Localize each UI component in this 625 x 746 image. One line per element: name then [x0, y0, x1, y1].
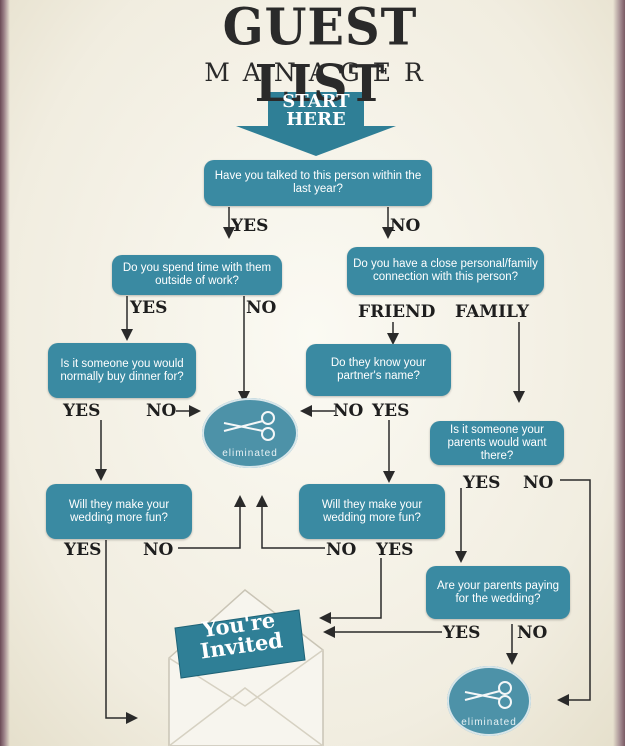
eliminated-circle-bottom: eliminated — [447, 666, 531, 736]
question-know-partner-name: Do they know your partner's name? — [306, 344, 451, 396]
eliminated-label-bottom: eliminated — [461, 717, 517, 728]
torn-edge-right — [613, 0, 625, 746]
label-q5-yes: YES — [372, 401, 410, 421]
page-subtitle: MANAGER — [204, 58, 436, 87]
label-q7-yes: YES — [64, 540, 102, 560]
torn-edge-left — [0, 0, 10, 746]
question-parents-want: Is it someone your parents would want th… — [430, 421, 564, 465]
connector-q7-no — [178, 495, 246, 549]
question-talked-last-year: Have you talked to this person within th… — [204, 160, 432, 206]
label-q6-yes: YES — [463, 473, 501, 493]
start-line2: HERE — [286, 109, 346, 130]
connector-q7-yes — [105, 540, 138, 724]
label-q4-yes: YES — [63, 401, 101, 421]
start-line1: START — [282, 91, 350, 112]
label-q6-no: NO — [523, 473, 554, 493]
question-parents-paying: Are your parents paying for the wedding? — [426, 566, 570, 619]
eliminated-label-center: eliminated — [222, 448, 278, 459]
connector-q8-no — [256, 495, 325, 549]
label-q8-yes: YES — [376, 540, 414, 560]
start-arrow — [236, 92, 396, 156]
question-buy-dinner: Is it someone you would normally buy din… — [48, 343, 196, 398]
invitation-envelope — [168, 589, 324, 746]
label-friend: FRIEND — [358, 302, 436, 322]
label-q7-no: NO — [143, 540, 174, 560]
question-more-fun-left: Will they make your wedding more fun? — [46, 484, 192, 539]
question-time-outside-work: Do you spend time with them outside of w… — [112, 255, 282, 295]
connector-q8-yes — [319, 558, 382, 624]
label-q4-no: NO — [146, 401, 177, 421]
label-q9-yes: YES — [443, 623, 481, 643]
label-q9-no: NO — [517, 623, 548, 643]
eliminated-circle-center: eliminated — [202, 398, 298, 468]
scissors-icon-bottom — [464, 681, 512, 709]
question-close-connection: Do you have a close personal/family conn… — [347, 247, 544, 295]
label-q5-no: NO — [333, 401, 364, 421]
label-q1-yes: YES — [231, 216, 269, 236]
start-here-label: START HERE — [236, 93, 396, 129]
page-title: GUEST LIST — [222, 0, 418, 114]
question-more-fun-right: Will they make your wedding more fun? — [299, 484, 445, 539]
label-q2-no: NO — [246, 298, 277, 318]
connector-q6-no — [557, 479, 591, 706]
label-family: FAMILY — [455, 302, 530, 322]
label-q8-no: NO — [326, 540, 357, 560]
scissors-icon — [223, 411, 275, 441]
label-q1-no: NO — [390, 216, 421, 236]
label-q2-yes: YES — [130, 298, 168, 318]
